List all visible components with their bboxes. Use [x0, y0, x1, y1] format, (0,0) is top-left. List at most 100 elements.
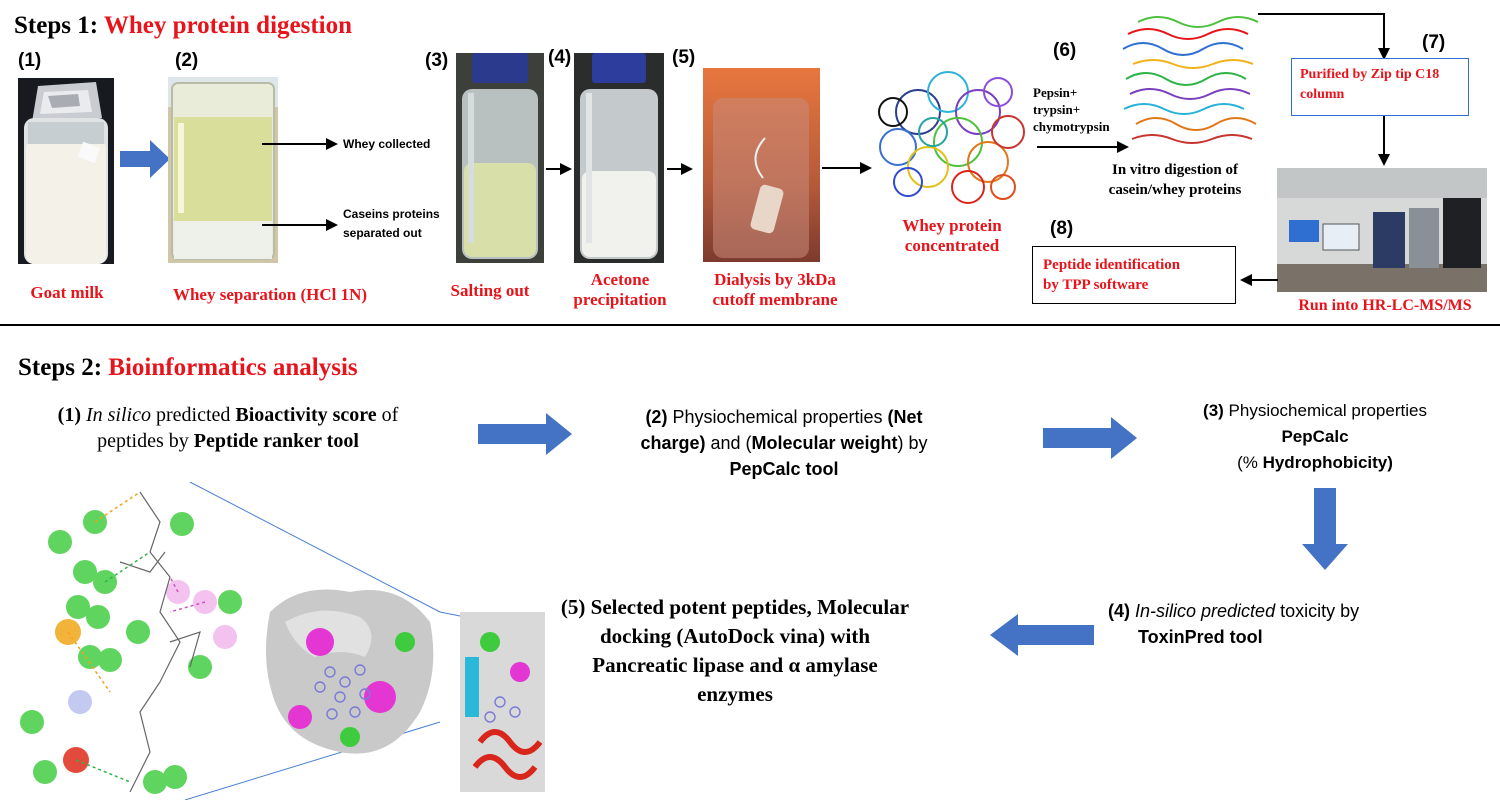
line-arrow-right-icon [822, 162, 872, 174]
zip-tip-line1: Purified by Zip tip C18 [1300, 67, 1440, 82]
step-number-3: (3) [425, 50, 449, 71]
enzymes-line2: trypsin+ [1033, 102, 1081, 117]
s3-t1: Physiochemical properties [1223, 401, 1427, 420]
s2-t2: and ( [705, 433, 752, 453]
block-arrow-right-icon [120, 140, 170, 178]
whey-beaker-photo [168, 77, 278, 263]
zip-tip-line2: column [1300, 87, 1345, 102]
s1-num: (1) [57, 404, 81, 426]
caseins-label-line2: separated out [343, 226, 422, 240]
salting-bottle-photo [456, 53, 544, 263]
molecular-docking-text: (5) Selected potent peptides, Molecular … [520, 593, 950, 709]
line-arrow-right-icon [262, 219, 338, 231]
s1-bold2: Peptide ranker tool [193, 430, 359, 452]
s5-line2: docking (AutoDock vina) with [599, 624, 871, 648]
s1-bold1: Bioactivity score [235, 404, 377, 426]
enzymes-line1: Pepsin+ [1033, 85, 1078, 100]
s4-b1: ToxinPred tool [1138, 627, 1263, 647]
dialysis-caption: Dialysis by 3kDa cutoff membrane [690, 270, 860, 310]
whey-conc-line1: Whey protein [902, 216, 1002, 235]
whey-collected-label: Whey collected [343, 137, 431, 151]
goat-milk-caption: Goat milk [30, 283, 104, 302]
enzymes-label: Pepsin+ trypsin+ chymotrypsin [1033, 84, 1110, 135]
s2-b1: (Net [887, 407, 923, 427]
whey-concentrated-caption: Whey protein concentrated [882, 216, 1022, 256]
whey-separation-caption: Whey separation (HCl 1N) [172, 285, 368, 304]
s3-t2: (% [1237, 453, 1263, 472]
step-number-2: (2) [175, 50, 199, 71]
step1-heading-title: Whey protein digestion [103, 12, 353, 39]
enzymes-line3: chymotrypsin [1033, 119, 1110, 134]
dialysis-photo [703, 68, 820, 262]
section-divider [0, 324, 1500, 326]
block-arrow-right-icon [1043, 417, 1137, 459]
s4-italic: In-silico predicted [1135, 601, 1276, 621]
line-arrow-right-icon [1037, 141, 1129, 153]
line-arrow-right-icon [667, 163, 693, 175]
step1-heading: Steps 1: Whey protein digestion [14, 12, 352, 40]
step-number-4: (4) [548, 47, 572, 68]
step-number-5: (5) [672, 47, 696, 68]
peptide-strands-icon [1122, 16, 1259, 144]
block-arrow-right-icon [478, 413, 572, 455]
step2-heading-prefix: Steps 2: [18, 354, 109, 381]
invitro-line2: casein/whey proteins [1108, 182, 1242, 198]
block-arrow-down-icon [1302, 488, 1348, 570]
s3-num: (3) [1203, 401, 1224, 420]
caseins-label: Caseins proteins separated out [343, 205, 440, 243]
step-number-7: (7) [1422, 32, 1446, 53]
goat-milk-photo [18, 78, 114, 264]
s2-t1: Physiochemical properties [667, 407, 888, 427]
dialysis-line2: cutoff membrane [712, 290, 838, 309]
bioactivity-line2: peptides by Peptide ranker tool [8, 428, 448, 454]
line-arrow-right-icon [262, 138, 338, 150]
s4-t1: toxicity by [1275, 601, 1360, 621]
s5-line3: Pancreatic lipase and α amylase [592, 653, 878, 677]
caseins-label-line1: Caseins proteins [343, 207, 440, 221]
docking-interaction-figure [20, 482, 545, 800]
peptide-identification-box: Peptide identification by TPP software [1032, 246, 1236, 304]
s1-t3: peptides by [97, 430, 194, 452]
net-charge-mw-text: (2) Physiochemical properties (Net charg… [584, 404, 984, 482]
hydrophobicity-text: (3) Physiochemical properties PepCalc (%… [1160, 398, 1470, 476]
acetone-line1: Acetone [590, 270, 650, 289]
zip-tip-box: Purified by Zip tip C18 column [1291, 58, 1469, 116]
acetone-caption: Acetone precipitation [565, 270, 675, 310]
whey-protein-structure-icon [878, 71, 1025, 204]
s3-b1: PepCalc [1281, 427, 1349, 446]
s1-t2: of [376, 404, 399, 426]
toxicity-text: (4) In-silico predicted toxicity by Toxi… [1108, 598, 1438, 650]
step-number-1: (1) [18, 50, 42, 71]
salting-out-caption: Salting out [450, 281, 530, 300]
peptide-id-line1: Peptide identification [1043, 257, 1181, 273]
run-lcms-caption: Run into HR-LC-MS/MS [1298, 297, 1472, 314]
step2-heading: Steps 2: Bioinformatics analysis [18, 354, 358, 382]
acetone-bottle-photo [574, 53, 664, 263]
block-arrow-left-icon [990, 614, 1094, 656]
s4-num: (4) [1108, 601, 1130, 621]
line-arrow-down-icon [1378, 116, 1390, 166]
bioactivity-score-text: (1) In silico predicted Bioactivity scor… [8, 402, 448, 454]
acetone-line2: precipitation [573, 290, 667, 309]
s1-italic: In silico [85, 404, 151, 426]
s2-b2: charge) [640, 433, 706, 453]
line-arrow-right-icon [546, 163, 572, 175]
s1-t1: predicted [150, 404, 236, 426]
step2-heading-title: Bioinformatics analysis [108, 354, 358, 381]
whey-conc-line2: concentrated [904, 236, 1000, 255]
connector-arrow-icon [1258, 13, 1390, 60]
bioactivity-line1: (1) In silico predicted Bioactivity scor… [8, 402, 448, 428]
s3-b2: Hydrophobicity) [1262, 453, 1393, 472]
s2-t3: ) by [897, 433, 928, 453]
step-number-8: (8) [1050, 218, 1074, 239]
step-number-6: (6) [1053, 40, 1077, 61]
invitro-line1: In vitro digestion of [1112, 162, 1238, 178]
dialysis-line1: Dialysis by 3kDa [714, 270, 836, 289]
s2-num: (2) [645, 407, 668, 427]
lcms-instrument-photo [1277, 168, 1487, 292]
s5-line1: (5) Selected potent peptides, Molecular [560, 595, 910, 619]
s2-b3: Molecular weight [751, 433, 898, 453]
s2-b4: PepCalc tool [729, 459, 839, 479]
line-arrow-left-icon [1240, 274, 1278, 286]
step1-heading-prefix: Steps 1: [14, 12, 104, 39]
